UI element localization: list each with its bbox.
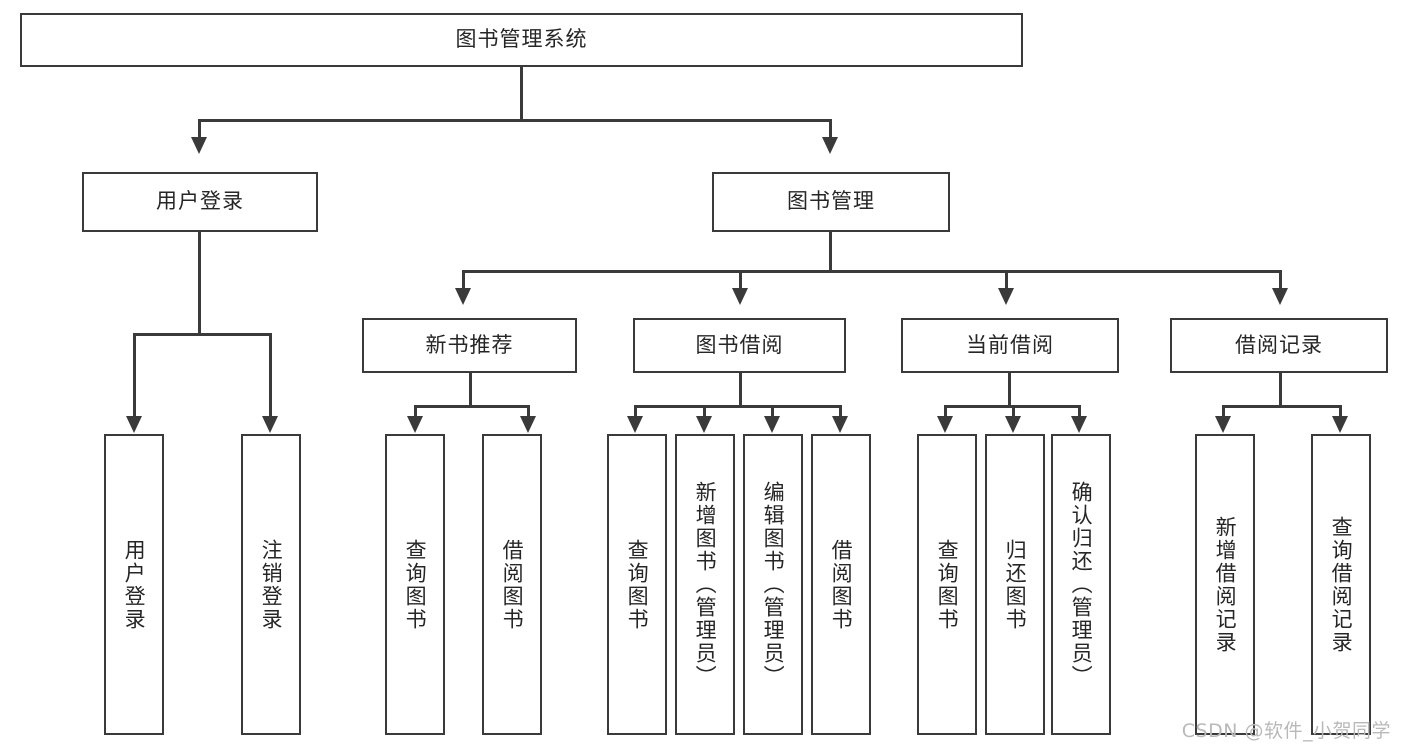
node-new-book-recommend[interactable]: 新书推荐 [362,318,577,373]
connector-br-drop-1 [1222,405,1225,418]
connector-bb-bar [634,405,842,408]
node-leaf-add-book[interactable]: 新增图书（管理员） [675,434,735,735]
arrow-to-leaf-user-login [126,416,142,433]
node-leaf-borrow-book-1[interactable]: 借阅图书 [482,434,542,735]
arrow-to-leaf-add-book [696,416,712,433]
node-leaf-query-book-1-label: 查询图书 [403,538,428,631]
connector-br-stem [1279,373,1282,407]
node-leaf-add-record-label: 新增借阅记录 [1213,515,1238,654]
arrow-to-leaf-user-logout [262,416,278,433]
arrow-to-leaf-edit-book [764,416,780,433]
node-leaf-user-login-label: 用户登录 [122,538,147,631]
arrow-to-leaf-confirm-return [1071,416,1087,433]
node-borrow-record-label: 借阅记录 [1235,332,1323,357]
arrow-to-leaf-borrow-book-1 [520,416,536,433]
arrow-to-leaf-query-book-2 [627,416,643,433]
node-leaf-edit-book-label: 编辑图书（管理员） [761,481,786,688]
connector-bm-drop-1 [462,270,465,290]
node-book-borrow-label: 图书借阅 [695,332,784,357]
connector-bb-drop-3 [771,405,774,418]
connector-user-login-drop-1 [133,333,136,418]
node-borrow-record[interactable]: 借阅记录 [1170,318,1388,373]
connector-cb-drop-2 [1012,405,1015,418]
node-leaf-user-login[interactable]: 用户登录 [104,434,164,735]
arrow-to-leaf-query-record [1332,416,1348,433]
connector-cb-drop-1 [944,405,947,418]
node-user-login-label: 用户登录 [156,189,244,214]
connector-br-bar [1222,405,1342,408]
connector-nbr-drop-1 [414,405,417,418]
connector-cb-drop-3 [1078,405,1081,418]
connector-cb-stem [1008,373,1011,407]
node-leaf-query-record-label: 查询借阅记录 [1329,515,1354,654]
connector-br-drop-2 [1339,405,1342,418]
connector-bm-drop-3 [1005,270,1008,290]
connector-bb-drop-4 [839,405,842,418]
node-new-book-recommend-label: 新书推荐 [425,332,514,357]
arrow-to-leaf-add-record [1215,416,1231,433]
node-leaf-query-book-2[interactable]: 查询图书 [607,434,667,735]
connector-root-stem [520,67,523,119]
connector-bb-drop-1 [634,405,637,418]
connector-bm-drop-4 [1279,270,1282,290]
node-leaf-borrow-book-1-label: 借阅图书 [500,538,525,631]
connector-book-manage-stem [829,232,832,272]
connector-nbr-bar [414,405,530,408]
connector-book-manage-bar [462,270,1282,273]
arrow-to-book-borrow [732,288,748,305]
arrow-to-borrow-record [1272,288,1288,305]
node-leaf-query-book-3[interactable]: 查询图书 [917,434,977,735]
node-leaf-query-book-1[interactable]: 查询图书 [385,434,445,735]
node-leaf-query-record[interactable]: 查询借阅记录 [1311,434,1371,735]
node-book-manage-label: 图书管理 [787,189,875,214]
node-leaf-add-record[interactable]: 新增借阅记录 [1195,434,1255,735]
connector-bm-drop-2 [739,270,742,290]
connector-bb-drop-2 [703,405,706,418]
node-leaf-confirm-return[interactable]: 确认归还（管理员） [1051,434,1111,735]
connector-nbr-drop-2 [527,405,530,418]
connector-bb-stem [739,373,742,407]
connector-root-drop-right [829,119,832,139]
arrow-to-leaf-query-book-3 [937,416,953,433]
node-leaf-borrow-book-2[interactable]: 借阅图书 [811,434,871,735]
node-leaf-edit-book[interactable]: 编辑图书（管理员） [743,434,803,735]
node-leaf-user-logout-label: 注销登录 [259,538,284,631]
arrow-to-leaf-return-book [1005,416,1021,433]
node-root-label: 图书管理系统 [455,27,588,52]
connector-root-drop-left [198,119,201,139]
node-leaf-confirm-return-label: 确认归还（管理员） [1069,481,1094,688]
connector-root-bar [198,119,832,122]
node-leaf-add-book-label: 新增图书（管理员） [693,481,718,688]
node-book-manage[interactable]: 图书管理 [712,172,950,232]
node-leaf-query-book-3-label: 查询图书 [935,538,960,631]
node-current-borrow[interactable]: 当前借阅 [901,318,1119,373]
arrow-to-current-borrow [998,288,1014,305]
connector-user-login-stem [198,232,201,335]
arrow-to-leaf-borrow-book-2 [832,416,848,433]
node-current-borrow-label: 当前借阅 [966,332,1054,357]
node-book-borrow[interactable]: 图书借阅 [633,318,846,373]
arrow-to-leaf-query-book-1 [407,416,423,433]
node-root[interactable]: 图书管理系统 [20,13,1023,67]
node-leaf-return-book[interactable]: 归还图书 [985,434,1045,735]
connector-nbr-stem [469,373,472,407]
node-leaf-return-book-label: 归还图书 [1003,538,1028,631]
node-leaf-query-book-2-label: 查询图书 [625,538,650,631]
arrow-to-user-login [191,137,207,154]
arrow-to-new-book-recommend [455,288,471,305]
node-leaf-borrow-book-2-label: 借阅图书 [829,538,854,631]
connector-user-login-bar [133,333,272,336]
connector-user-login-drop-2 [269,333,272,418]
node-leaf-user-logout[interactable]: 注销登录 [241,434,301,735]
node-user-login[interactable]: 用户登录 [82,172,318,232]
arrow-to-book-manage [822,137,838,154]
